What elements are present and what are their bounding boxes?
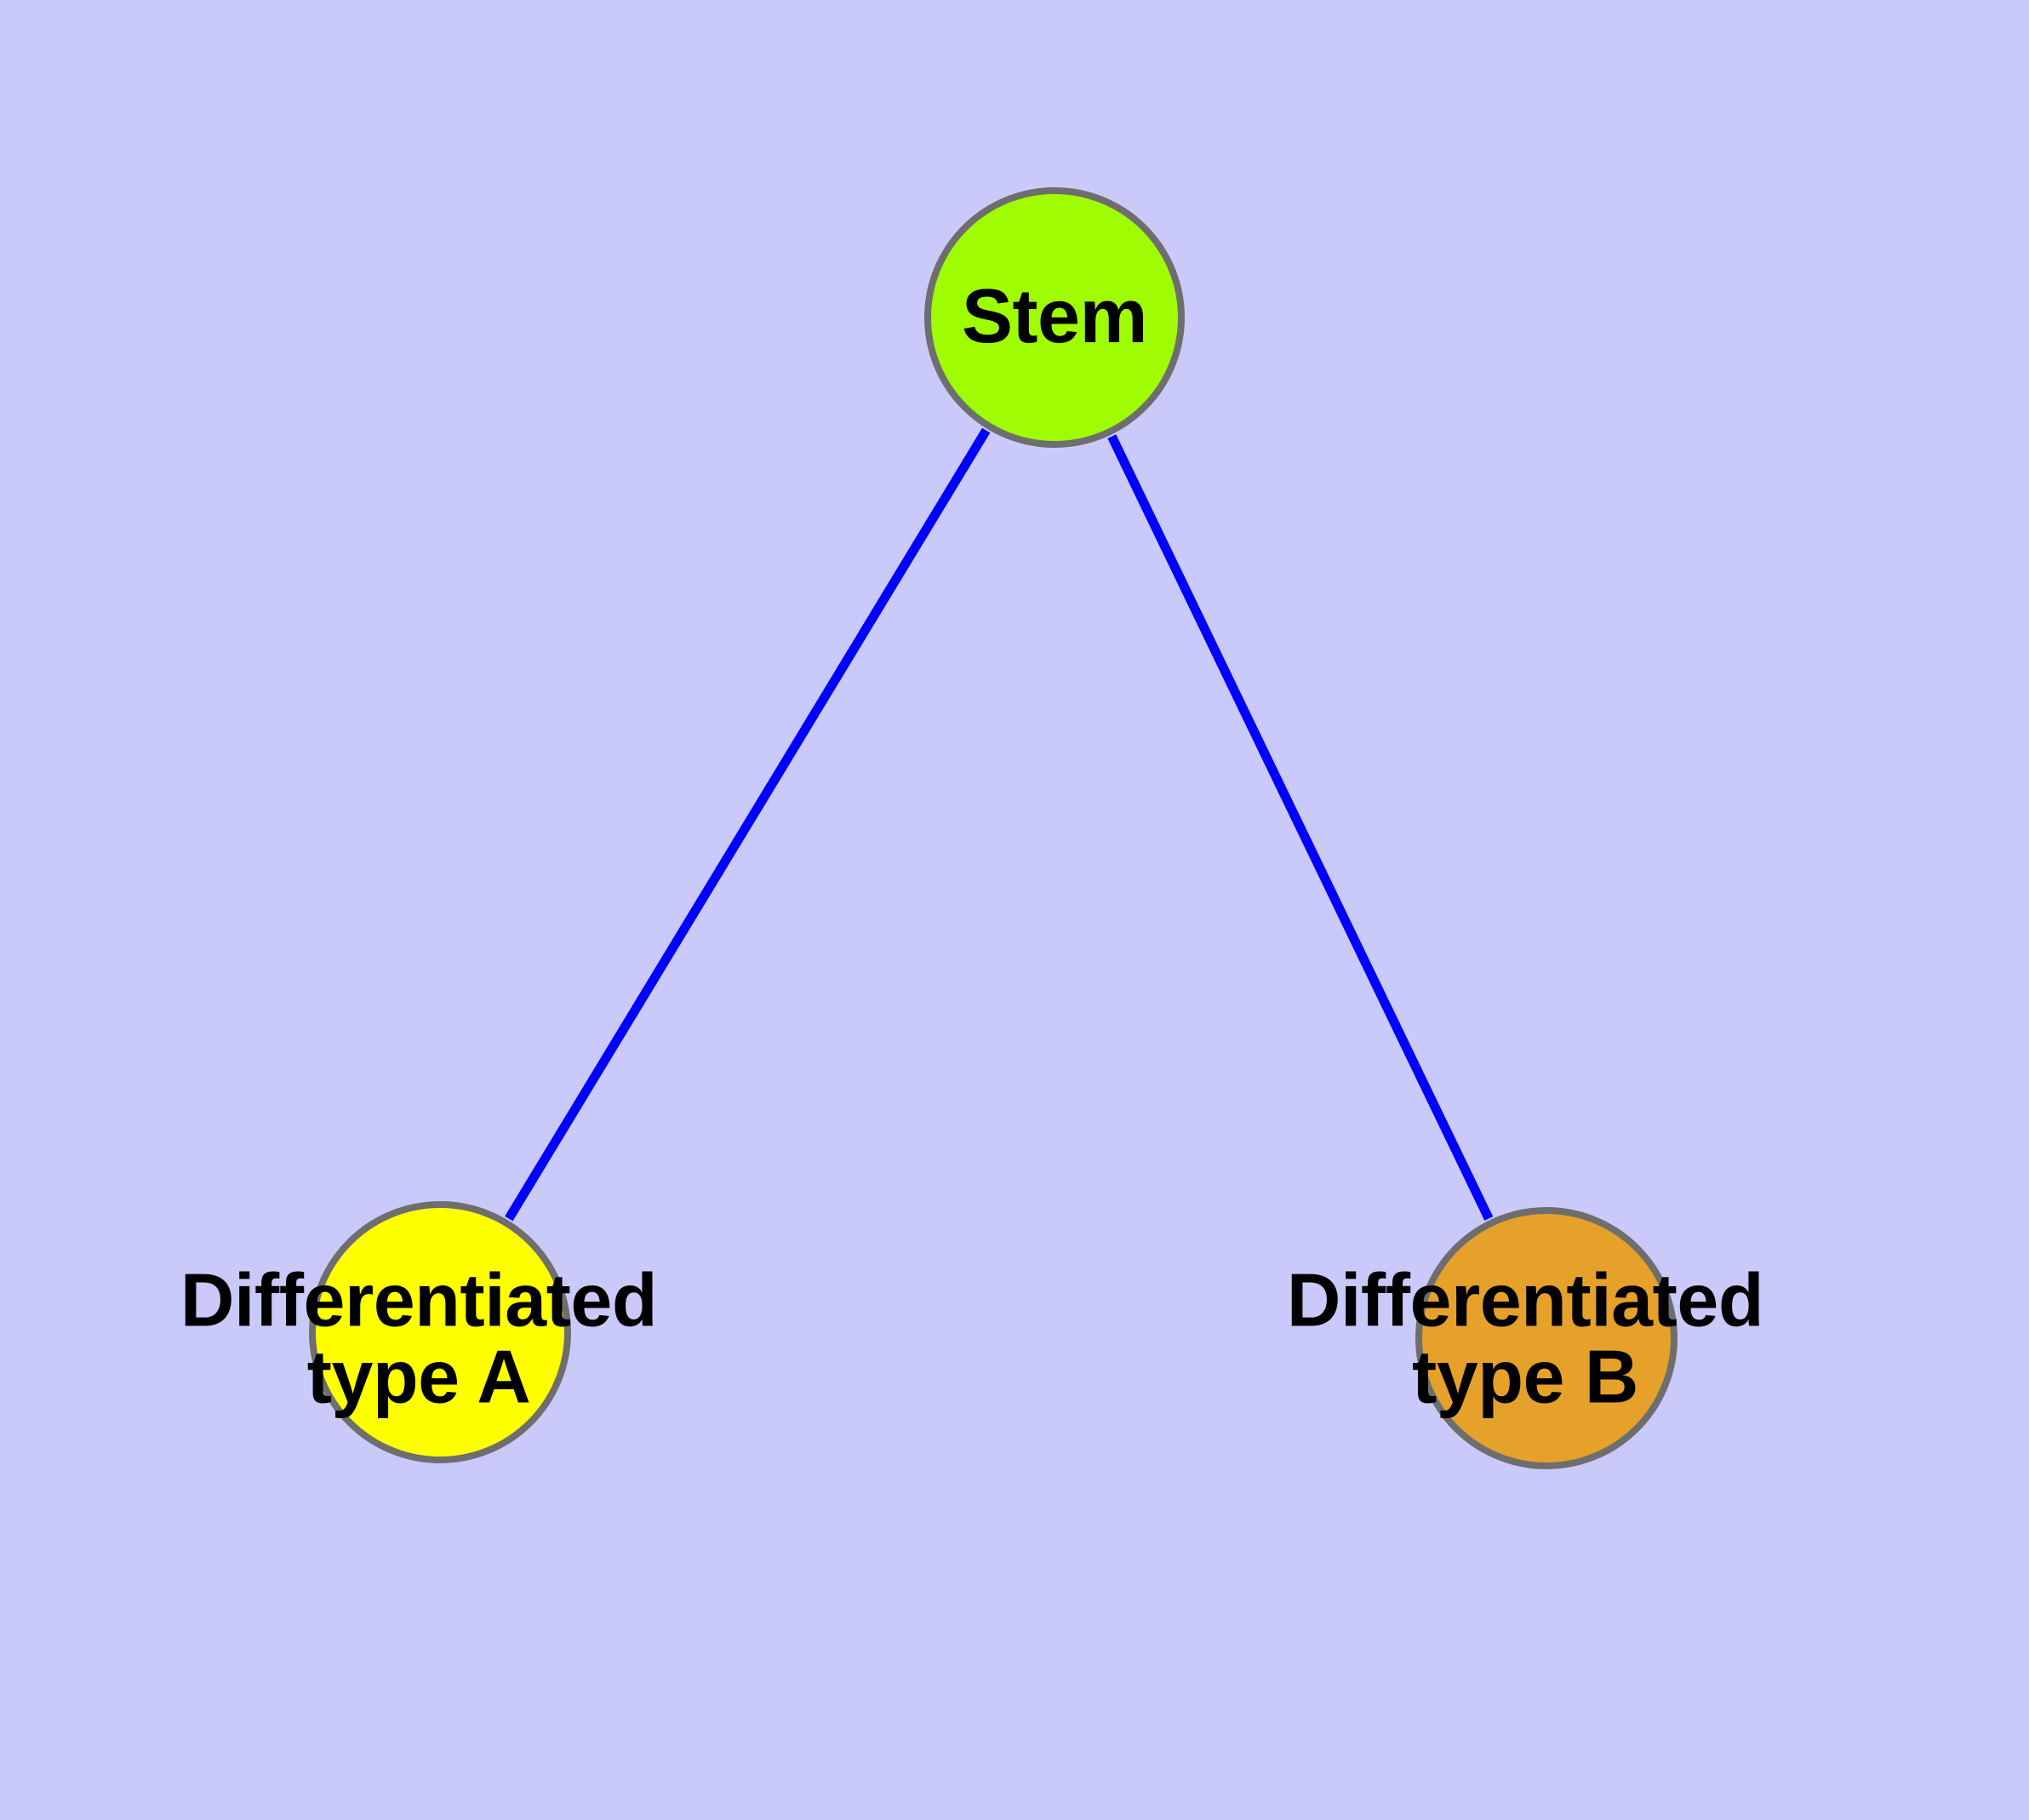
node-circle-stem[interactable] (924, 187, 1185, 448)
edge-stem-diff-a (505, 427, 991, 1222)
edge-stem-diff-b (1107, 434, 1494, 1221)
node-circle-diff_a[interactable] (309, 1201, 571, 1463)
node-layer (309, 187, 1677, 1469)
edge-layer (505, 427, 1494, 1222)
node-circle-diff_b[interactable] (1415, 1207, 1677, 1469)
